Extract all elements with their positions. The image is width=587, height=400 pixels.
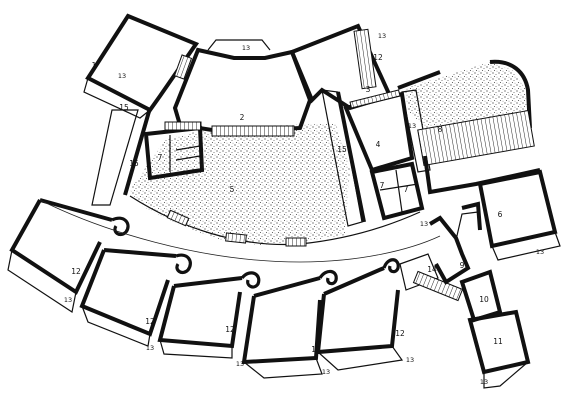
room-6-walls bbox=[477, 169, 558, 249]
label-5: 5 bbox=[230, 185, 235, 194]
label-3: 3 bbox=[366, 85, 371, 94]
room-7-left-inner bbox=[169, 135, 201, 172]
label-14: 14 bbox=[427, 265, 437, 274]
room-4-stair bbox=[349, 89, 401, 109]
courtyard-step-mid bbox=[225, 232, 247, 244]
label-12b: 12 bbox=[145, 317, 155, 326]
label-13j: 13 bbox=[480, 378, 488, 386]
label-12e: 12 bbox=[395, 329, 405, 338]
label-7a: 7 bbox=[158, 153, 163, 162]
label-4: 4 bbox=[376, 140, 381, 149]
classroom-12-3-terrace bbox=[159, 339, 233, 359]
room-8-walls bbox=[397, 59, 532, 129]
label-10: 10 bbox=[479, 295, 489, 304]
label-7b: 7 bbox=[380, 181, 385, 190]
ramp-14 bbox=[412, 270, 464, 302]
label-8: 8 bbox=[438, 125, 443, 134]
label-13i: 13 bbox=[536, 248, 544, 256]
curl-4 bbox=[318, 269, 338, 286]
label-13b: 13 bbox=[378, 32, 386, 40]
label-2: 2 bbox=[240, 113, 245, 122]
courtyard-step-right bbox=[285, 237, 307, 247]
central-courtyard bbox=[130, 124, 350, 245]
room-7-right-walls bbox=[369, 161, 425, 221]
classroom-12-4 bbox=[241, 276, 322, 365]
room-6-link bbox=[461, 201, 482, 231]
hall-2-steps bbox=[211, 125, 295, 137]
label-7c: 7 bbox=[404, 185, 409, 194]
wing-link bbox=[455, 211, 479, 241]
curl-3 bbox=[240, 271, 261, 289]
label-15a: 15 bbox=[129, 159, 139, 168]
hall-2-walls bbox=[172, 47, 313, 135]
stage-13-top bbox=[207, 39, 271, 51]
corridor-15-right-wall bbox=[336, 91, 366, 223]
label-15b: 15 bbox=[337, 145, 347, 154]
label-15c: 15 bbox=[119, 103, 129, 112]
room-8-grid bbox=[417, 109, 535, 167]
label-13h: 13 bbox=[406, 356, 414, 364]
room-3-stair bbox=[353, 28, 377, 90]
label-13g: 13 bbox=[322, 368, 330, 376]
classroom-12-5-terrace bbox=[317, 345, 404, 371]
room-11-terrace bbox=[483, 361, 529, 389]
label-13d: 13 bbox=[64, 296, 72, 304]
corridor-15-left-wall bbox=[123, 107, 152, 196]
label-1: 1 bbox=[92, 61, 97, 70]
room-10 bbox=[459, 269, 503, 323]
curl-2 bbox=[175, 253, 192, 275]
classroom-12-5 bbox=[315, 266, 400, 355]
room-14 bbox=[399, 253, 439, 291]
classroom-12-4-terrace bbox=[243, 357, 323, 379]
classroom-12-2-terrace bbox=[81, 305, 151, 347]
classroom-12-1-terrace bbox=[7, 249, 77, 313]
east-courtyard bbox=[405, 62, 528, 128]
corridor-15-left bbox=[91, 109, 139, 206]
label-12d: 12 bbox=[311, 345, 321, 354]
strip-13-right bbox=[401, 89, 431, 173]
label-13f: 13 bbox=[236, 360, 244, 368]
corridor-5-outer bbox=[39, 199, 441, 263]
room-6-terrace bbox=[491, 231, 561, 261]
curl-5 bbox=[382, 258, 400, 274]
room-1-walls bbox=[85, 13, 200, 113]
room-7-right-inner bbox=[379, 169, 419, 213]
label-13l: 13 bbox=[118, 72, 126, 80]
label-12c: 12 bbox=[225, 325, 235, 334]
label-12a: 12 bbox=[71, 267, 81, 276]
room-7-left-stair bbox=[164, 121, 202, 131]
classroom-12-3 bbox=[157, 276, 243, 349]
label-11: 11 bbox=[493, 337, 503, 346]
label-12f: 12 bbox=[373, 53, 383, 62]
room-1-stair bbox=[173, 54, 193, 80]
classroom-12-1 bbox=[9, 198, 113, 295]
label-13c: 13 bbox=[408, 122, 416, 130]
label-6: 6 bbox=[498, 210, 503, 219]
room-1-terrace bbox=[83, 77, 151, 119]
classroom-12-2 bbox=[79, 248, 177, 337]
courtyard-step-left bbox=[166, 209, 190, 227]
label-13k: 13 bbox=[420, 220, 428, 228]
label-13e: 13 bbox=[146, 344, 154, 352]
room-9 bbox=[428, 215, 471, 285]
label-13a: 13 bbox=[242, 44, 250, 52]
label-9: 9 bbox=[460, 261, 465, 270]
